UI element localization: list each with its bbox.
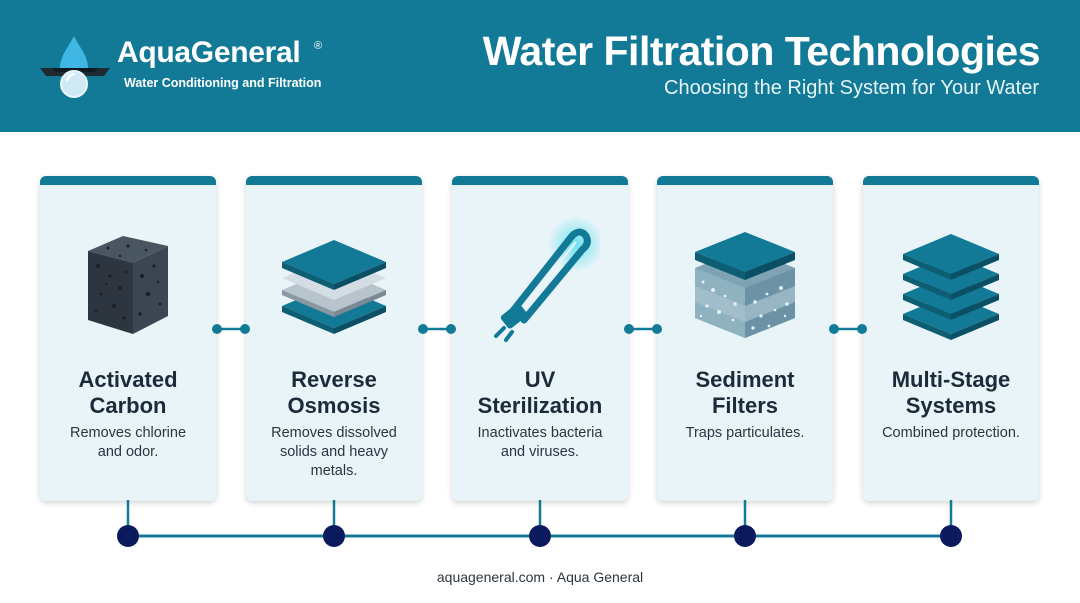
timeline-dot [117, 525, 139, 547]
card-accent-bar [452, 176, 628, 185]
card-description: Combined protection. [882, 425, 1020, 441]
card-accent-bar [246, 176, 422, 185]
page-title: Water Filtration Technologies [482, 28, 1041, 74]
brand-tagline: Water Conditioning and Filtration [124, 76, 322, 90]
card-connector [829, 324, 867, 334]
carbon-cube-icon [88, 236, 168, 334]
timeline-dot [529, 525, 551, 547]
membrane-layers-icon [282, 240, 386, 334]
card-accent-bar [863, 176, 1039, 185]
card-connector [418, 324, 456, 334]
timeline-dot [734, 525, 756, 547]
card-connector [212, 324, 250, 334]
card-accent-bar [40, 176, 216, 185]
card-description: Traps particulates. [685, 425, 805, 441]
page-subtitle: Choosing the Right System for Your Water [664, 77, 1039, 99]
water-drop-logo-icon [40, 36, 110, 98]
timeline-dot [940, 525, 962, 547]
registered-mark: ® [314, 40, 323, 52]
footer-credit: aquageneral.com · Aqua General [436, 569, 644, 585]
timeline [117, 500, 962, 547]
card-accent-bar [657, 176, 833, 185]
brand-name: AquaGeneral [117, 36, 301, 69]
timeline-dot [323, 525, 345, 547]
stacked-layers-icon [903, 234, 999, 340]
header-banner: AquaGeneral ® Water Conditioning and Fil… [0, 0, 1080, 132]
card-connector [624, 324, 662, 334]
sediment-layers-icon [695, 232, 795, 338]
uv-lamp-icon [494, 216, 600, 342]
